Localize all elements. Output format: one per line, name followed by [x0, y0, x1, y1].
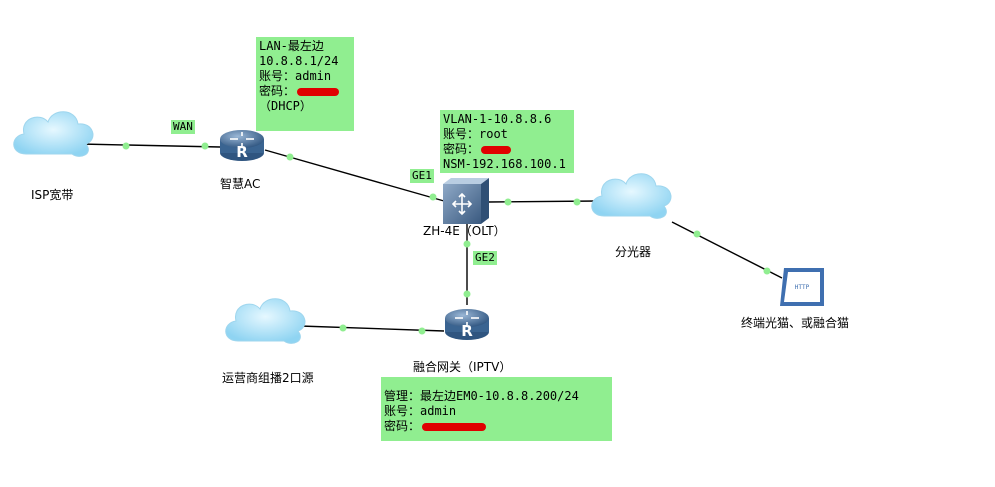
port-label-ge2: GE2	[473, 251, 497, 265]
gateway-config-note: 管理：最左边EM0-10.8.8.200/24 账号：admin 密码：	[381, 377, 612, 441]
note-line: 账号：admin	[384, 404, 457, 418]
port-dot	[573, 198, 581, 206]
isp-cloud-icon[interactable]	[13, 111, 94, 157]
ac-router-icon[interactable]	[219, 129, 265, 162]
port-dot	[463, 290, 471, 298]
note-line: 账号：admin	[259, 69, 332, 83]
password-label: 密码：	[259, 84, 296, 98]
port-dot	[286, 153, 294, 161]
port-label-wan: WAN	[171, 120, 195, 134]
port-dot	[463, 240, 471, 248]
password-redaction	[481, 145, 512, 154]
port-dot	[339, 324, 347, 332]
password-label: 密码：	[443, 142, 480, 156]
ac-config-note: LAN-最左边 10.8.8.1/24 账号：admin 密码： （DHCP）	[256, 37, 354, 131]
password-redaction	[422, 422, 487, 431]
note-line: VLAN-1-10.8.8.6	[443, 112, 552, 126]
splitter-cloud-icon[interactable]	[591, 173, 672, 219]
note-line: （DHCP）	[259, 99, 312, 113]
port-dot	[763, 267, 771, 275]
olt-label: ZH-4E（OLT）	[423, 224, 506, 238]
port-dot	[693, 230, 701, 238]
olt-switch-icon[interactable]	[443, 178, 489, 224]
note-line: 账号：root	[443, 127, 508, 141]
port-dots	[122, 142, 771, 335]
terminal-http-server-icon[interactable]: HTTP	[780, 268, 824, 306]
isp-label: ISP宽带	[31, 188, 74, 202]
terminal-label: 终端光猫、或融合猫	[741, 316, 850, 330]
ac-label: 智慧AC	[220, 177, 261, 191]
splitter-label: 分光器	[615, 245, 652, 259]
link-splitter-terminal	[671, 221, 783, 279]
port-dot	[418, 327, 426, 335]
olt-config-note: VLAN-1-10.8.8.6 账号：root 密码： NSM-192.168.…	[440, 110, 574, 173]
note-line: LAN-最左边	[259, 39, 324, 53]
link-olt-splitter	[487, 200, 599, 203]
gateway-router-icon[interactable]	[444, 308, 490, 341]
note-line: 10.8.8.1/24	[259, 54, 339, 68]
port-label-ge1: GE1	[410, 169, 434, 183]
link-ac-olt	[264, 149, 445, 202]
password-redaction	[297, 87, 340, 96]
gateway-label: 融合网关（IPTV）	[413, 360, 512, 374]
password-label: 密码：	[384, 419, 421, 433]
operator-cloud-icon[interactable]	[225, 298, 306, 344]
port-dot	[504, 198, 512, 206]
port-dot	[122, 142, 130, 150]
note-password-line: 密码：	[443, 142, 571, 157]
port-dot	[201, 142, 209, 150]
note-line: 管理：最左边EM0-10.8.8.200/24	[384, 389, 579, 403]
note-password-line: 密码：	[259, 84, 351, 99]
http-device-text: HTTP	[795, 284, 810, 291]
link-isp-ac	[79, 143, 221, 148]
note-line: NSM-192.168.100.1	[443, 157, 566, 171]
port-dot	[429, 193, 437, 201]
operator-label: 运营商组播2口源	[222, 371, 314, 385]
note-password-line: 密码：	[384, 419, 609, 434]
